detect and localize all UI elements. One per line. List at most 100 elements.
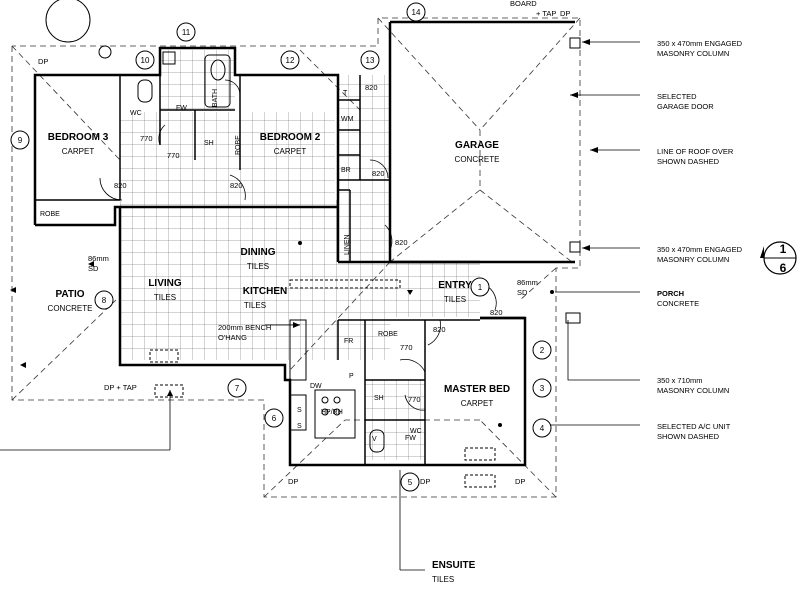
room-name-bedroom-2: BEDROOM 2 [260, 132, 321, 143]
svg-text:10: 10 [141, 56, 150, 65]
svg-text:770: 770 [400, 343, 413, 352]
svg-text:+ TAP: + TAP [536, 9, 556, 18]
svg-text:MASONRY COLUMN: MASONRY COLUMN [657, 386, 729, 395]
room-name-patio: PATIO [55, 289, 84, 300]
svg-text:MASONRY COLUMN: MASONRY COLUMN [657, 255, 729, 264]
svg-text:4: 4 [540, 424, 545, 433]
room-finish-garage: CONCRETE [455, 155, 500, 164]
svg-text:WM: WM [341, 116, 354, 123]
svg-text:PORCH: PORCH [657, 289, 684, 298]
svg-text:12: 12 [286, 56, 295, 65]
svg-text:2: 2 [540, 346, 545, 355]
svg-text:S: S [297, 407, 302, 414]
room-name-garage: GARAGE [455, 140, 499, 151]
svg-text:SD: SD [517, 288, 528, 297]
svg-text:86mm: 86mm [517, 278, 538, 287]
svg-text:14: 14 [412, 8, 421, 17]
svg-text:7: 7 [235, 384, 240, 393]
svg-text:CONCRETE: CONCRETE [657, 299, 699, 308]
svg-text:5: 5 [408, 478, 413, 487]
svg-text:350 x 470mm ENGAGED: 350 x 470mm ENGAGED [657, 39, 743, 48]
svg-text:FW: FW [176, 105, 187, 112]
svg-text:DP: DP [38, 57, 48, 66]
svg-text:770: 770 [167, 151, 180, 160]
svg-text:SHOWN DASHED: SHOWN DASHED [657, 157, 720, 166]
room-finish-ensuite: TILES [432, 575, 454, 584]
svg-text:ROBE: ROBE [40, 211, 60, 218]
svg-text:9: 9 [18, 136, 23, 145]
room-finish-master-bed: CARPET [461, 399, 494, 408]
annotation-notes: 350 x 470mm ENGAGED MASONRY COLUMN SELEC… [657, 39, 743, 441]
svg-text:O'HANG: O'HANG [218, 333, 247, 342]
svg-text:820: 820 [433, 325, 446, 334]
room-name-living: LIVING [148, 278, 182, 289]
svg-text:DP: DP [420, 477, 430, 486]
section-marker: 1 6 [760, 241, 797, 275]
room-name-kitchen: KITCHEN [243, 286, 287, 297]
svg-text:3: 3 [540, 384, 545, 393]
room-finish-patio: CONCRETE [48, 304, 93, 313]
room-labels: BEDROOM 3 CARPET BEDROOM 2 CARPET GARAGE… [48, 132, 511, 584]
room-finish-living: TILES [154, 293, 176, 302]
walls [33, 20, 575, 467]
fixture-labels: BATH FW WC SH ROBE ROBE T WM BR LINEN FR… [40, 89, 422, 443]
svg-text:S: S [297, 423, 302, 430]
svg-text:SD: SD [88, 264, 99, 273]
svg-text:ROBE: ROBE [378, 331, 398, 338]
svg-text:200mm BENCH: 200mm BENCH [218, 323, 271, 332]
svg-text:820: 820 [230, 181, 243, 190]
svg-text:SH: SH [204, 140, 214, 147]
room-finish-entry: TILES [444, 295, 466, 304]
svg-text:DP: DP [560, 9, 570, 18]
column-markers [10, 0, 552, 492]
svg-text:SELECTED A/C UNIT: SELECTED A/C UNIT [657, 422, 731, 431]
svg-text:820: 820 [490, 308, 503, 317]
svg-text:GARAGE DOOR: GARAGE DOOR [657, 102, 714, 111]
svg-text:SH: SH [374, 395, 384, 402]
svg-text:BATH: BATH [212, 89, 219, 107]
svg-text:BOARD: BOARD [510, 0, 537, 8]
svg-text:8: 8 [102, 296, 107, 305]
interior-walls [35, 75, 480, 465]
svg-text:820: 820 [395, 238, 408, 247]
svg-text:WC: WC [130, 110, 142, 117]
svg-text:86mm: 86mm [88, 254, 109, 263]
arrows [10, 39, 598, 427]
svg-text:WC: WC [410, 428, 422, 435]
svg-text:P: P [349, 373, 354, 380]
dimension-labels: 820 820 770 770 820 820 820 820 820 770 … [38, 0, 570, 486]
room-name-entry: ENTRY [438, 280, 472, 291]
tile-floor [120, 50, 480, 460]
svg-text:LINE OF ROOF OVER: LINE OF ROOF OVER [657, 147, 734, 156]
room-name-master-bed: MASTER BED [444, 384, 510, 395]
svg-text:820: 820 [372, 169, 385, 178]
svg-text:6: 6 [780, 261, 787, 275]
room-finish-kitchen: TILES [244, 301, 266, 310]
svg-text:MASONRY COLUMN: MASONRY COLUMN [657, 49, 729, 58]
svg-text:350 x 710mm: 350 x 710mm [657, 376, 702, 385]
room-finish-bedroom-2: CARPET [274, 147, 307, 156]
svg-text:BR: BR [341, 167, 351, 174]
svg-text:13: 13 [366, 56, 375, 65]
room-finish-bedroom-3: CARPET [62, 147, 95, 156]
svg-text:DP + TAP: DP + TAP [104, 383, 137, 392]
svg-text:350 x 470mm ENGAGED: 350 x 470mm ENGAGED [657, 245, 743, 254]
room-name-bedroom-3: BEDROOM 3 [48, 132, 109, 143]
fixtures [137, 37, 581, 488]
svg-text:770: 770 [408, 395, 421, 404]
svg-text:11: 11 [182, 28, 191, 37]
svg-text:FW: FW [405, 435, 416, 442]
svg-text:770: 770 [140, 134, 153, 143]
room-name-dining: DINING [241, 247, 276, 258]
room-name-ensuite: ENSUITE [432, 560, 476, 571]
svg-text:1: 1 [478, 283, 483, 292]
svg-text:820: 820 [365, 83, 378, 92]
svg-text:LINEN: LINEN [344, 234, 351, 255]
svg-text:HP/RH: HP/RH [321, 409, 343, 416]
svg-text:DW: DW [310, 383, 322, 390]
svg-text:6: 6 [272, 414, 277, 423]
svg-text:1: 1 [780, 242, 787, 256]
svg-text:ROBE: ROBE [235, 135, 242, 155]
room-finish-dining: TILES [247, 262, 269, 271]
